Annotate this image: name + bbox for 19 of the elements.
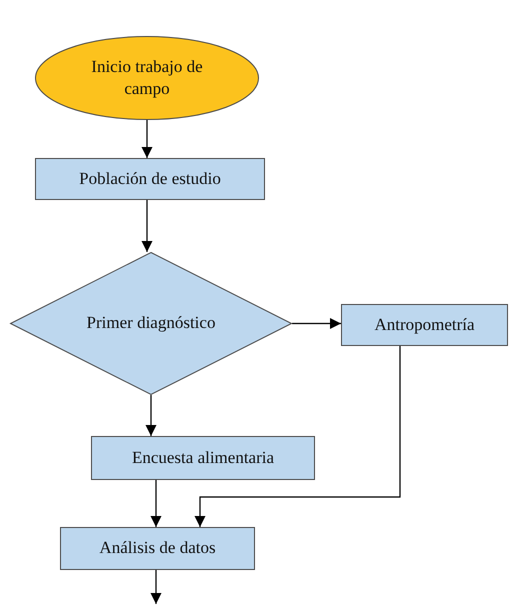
arrow: [142, 120, 152, 158]
arrow: [150, 480, 162, 527]
arrow: [292, 318, 341, 329]
start-ellipse: [35, 36, 259, 120]
process-box: [35, 158, 265, 200]
process-box: [341, 304, 508, 346]
node-label: Primer diagnóstico: [86, 312, 216, 334]
arrow: [194, 346, 401, 527]
arrow: [146, 395, 156, 436]
node-label: Encuesta alimentaria: [132, 446, 274, 469]
decision-diamond: [10, 252, 292, 395]
process-box: [60, 527, 255, 570]
node-label: Inicio trabajo de campo: [90, 56, 204, 100]
arrow: [142, 200, 152, 252]
node-label: Análisis de datos: [99, 537, 216, 560]
process-box: [91, 436, 315, 480]
node-label: Antropometría: [374, 314, 475, 336]
node-label: Población de estudio: [79, 168, 221, 190]
arrow: [150, 570, 162, 604]
